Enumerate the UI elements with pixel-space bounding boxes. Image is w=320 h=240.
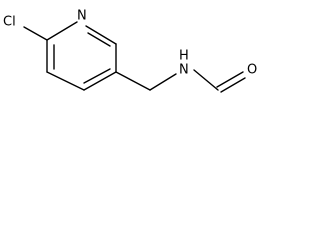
bond-ring-c2-n bbox=[46, 21, 78, 41]
bond-ring-n-c6 bbox=[85, 25, 117, 45]
carbonyl-oxygen-atom-label: O bbox=[247, 63, 257, 78]
pyridine-ring bbox=[46, 21, 117, 91]
bond-ring-c5-c4 bbox=[83, 71, 117, 91]
bond-c2-cl bbox=[23, 26, 48, 41]
chlorine-atom-label: Cl bbox=[3, 15, 16, 30]
bond-double-inner-c5-c4 bbox=[83, 68, 111, 84]
amide-hydrogen-atom-label: H bbox=[179, 49, 189, 64]
amide-nitrogen-atom-label: N bbox=[179, 63, 189, 78]
bond-c5-ch2 bbox=[115, 71, 151, 91]
chemical-structure-diagram: Cl N N H O bbox=[3, 9, 257, 93]
ring-nitrogen-atom-label: N bbox=[77, 9, 87, 24]
bond-ring-c4-c3 bbox=[46, 71, 85, 91]
bond-ch2-nh bbox=[149, 73, 177, 91]
bond-co-double-a bbox=[216, 71, 244, 88]
bond-double-inner-n-c6 bbox=[87, 32, 111, 47]
bond-co-double-b bbox=[220, 77, 246, 93]
bond-nh-cho bbox=[193, 69, 219, 91]
